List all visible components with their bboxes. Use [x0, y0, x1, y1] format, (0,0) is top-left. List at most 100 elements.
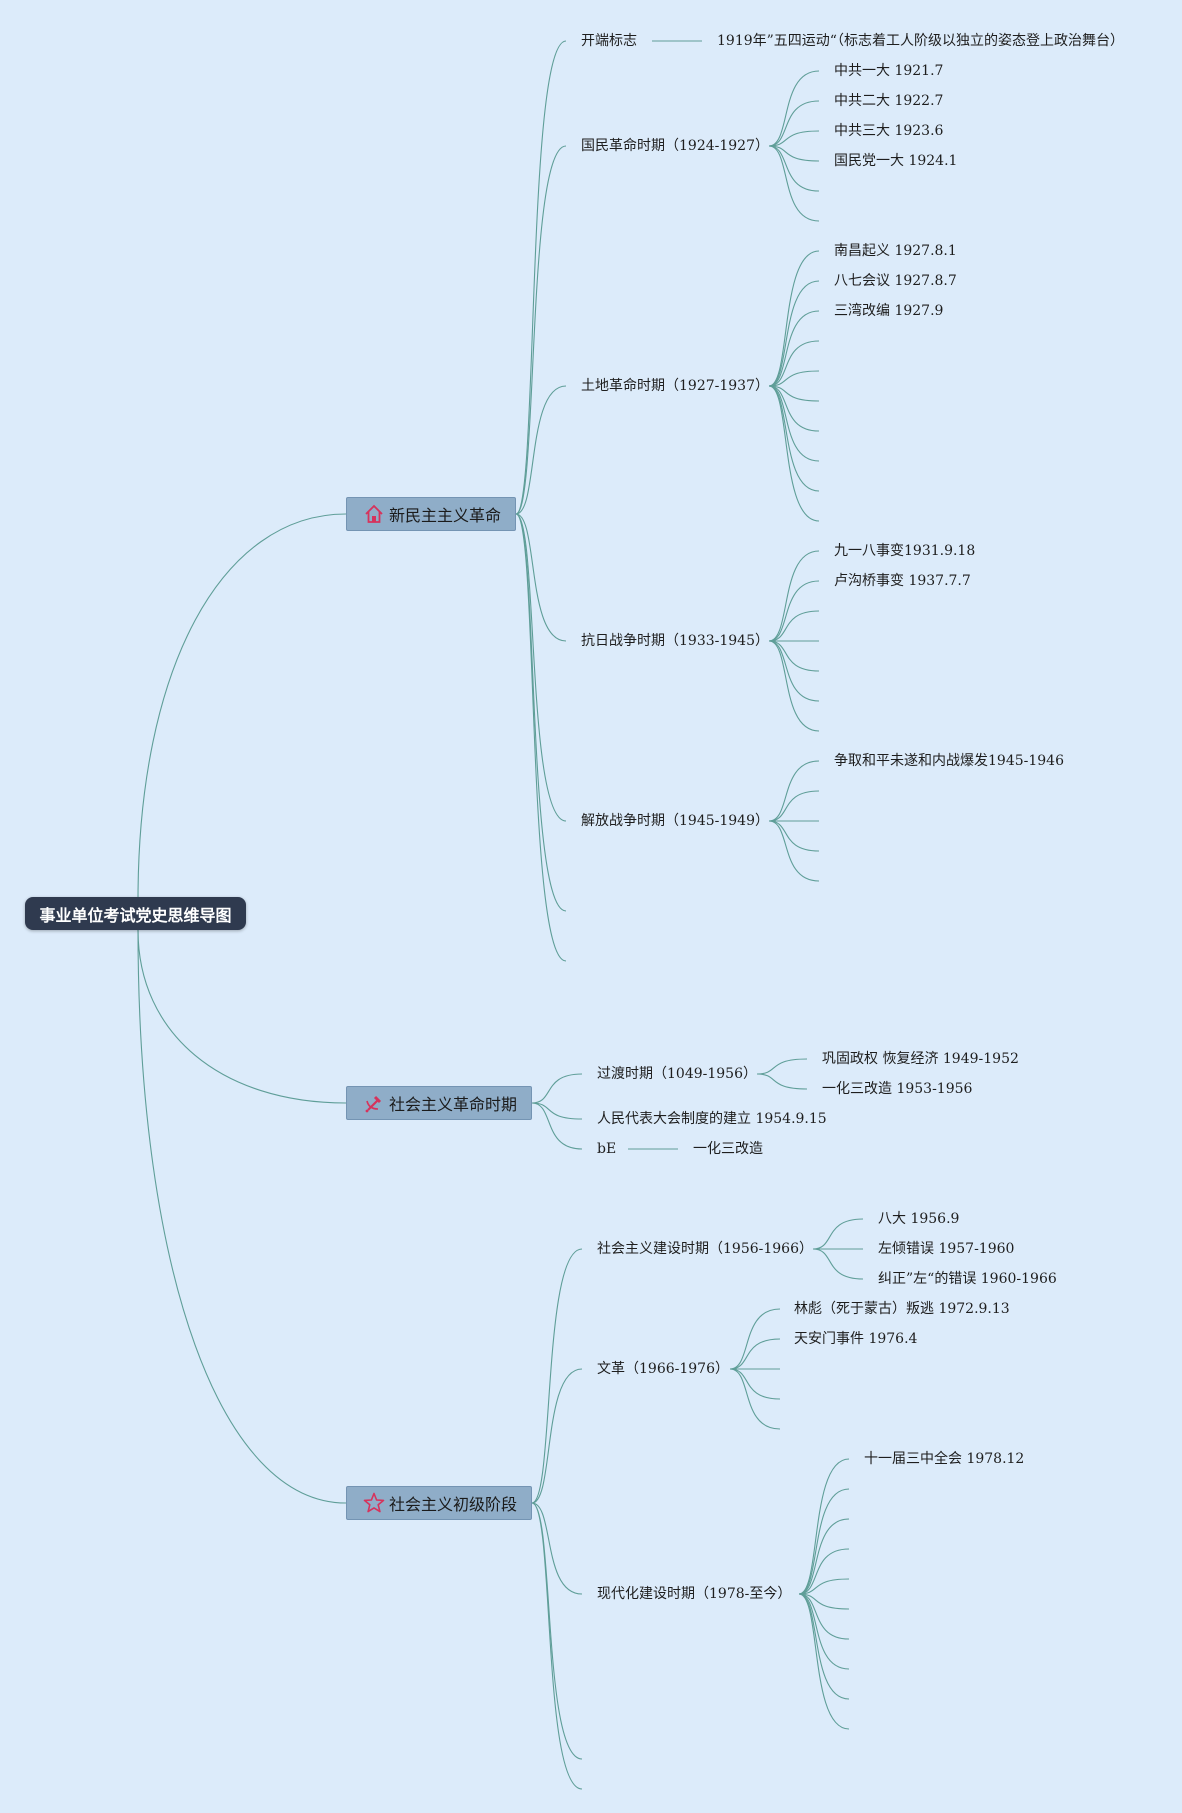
- connector-line: [756, 1073, 808, 1090]
- leaf-item[interactable]: 争取和平未遂和内战爆发1945-1946: [834, 753, 1064, 769]
- connector-line: [768, 640, 820, 732]
- leaf-item[interactable]: 十一届三中全会 1978.12: [864, 1451, 1025, 1467]
- connector-line: [531, 1502, 583, 1595]
- connector-line: [768, 100, 820, 147]
- connector-line: [768, 640, 820, 672]
- leaf-item[interactable]: 林彪（死于蒙古）叛逃 1972.9.13: [794, 1301, 1010, 1317]
- connector-line: [798, 1518, 850, 1595]
- connector-line: [768, 790, 820, 822]
- connector-line: [768, 580, 820, 642]
- connector-line: [768, 385, 820, 402]
- connector-line: [729, 1368, 781, 1430]
- connector-line: [515, 145, 567, 515]
- leaf-item[interactable]: 中共三大 1923.6: [834, 123, 944, 139]
- connector-line: [531, 1102, 583, 1120]
- connector-line: [531, 1368, 583, 1504]
- leaf-item[interactable]: 一化三改造 1953-1956: [822, 1081, 973, 1097]
- subtopic-start-marker[interactable]: 开端标志: [581, 33, 637, 49]
- leaf-item[interactable]: 左倾错误 1957-1960: [878, 1241, 1015, 1257]
- star-icon: [363, 1492, 385, 1514]
- subtopic-liberation-war[interactable]: 解放战争时期（1945-1949）: [581, 813, 769, 829]
- home-icon: [363, 503, 385, 525]
- subtopic-socialist-construction[interactable]: 社会主义建设时期（1956-1966）: [597, 1241, 813, 1257]
- leaf-item[interactable]: 天安门事件 1976.4: [794, 1331, 918, 1347]
- leaf-item[interactable]: 纠正”左“的错误 1960-1966: [878, 1271, 1057, 1287]
- leaf-item[interactable]: 中共一大 1921.7: [834, 63, 944, 79]
- connector-line: [515, 40, 567, 515]
- connector-line: [768, 145, 820, 162]
- connector-line: [798, 1488, 850, 1595]
- branch-label: 新民主主义革命: [389, 506, 502, 525]
- subtopic-peoples-congress[interactable]: 人民代表大会制度的建立 1954.9.15: [597, 1111, 827, 1127]
- subtopic-land-revolution[interactable]: 土地革命时期（1927-1937）: [581, 378, 769, 394]
- connector-line: [137, 929, 347, 1504]
- connector-line: [137, 929, 347, 1104]
- connector-line: [798, 1593, 850, 1730]
- leaf-item[interactable]: 八大 1956.9: [878, 1211, 960, 1227]
- subtopic-anti-japanese-war[interactable]: 抗日战争时期（1933-1945）: [581, 633, 769, 649]
- connector-line: [768, 145, 820, 222]
- connector-line: [768, 280, 820, 387]
- connector-line: [531, 1102, 583, 1150]
- connector-line: [768, 310, 820, 387]
- hammer-sickle-icon: [363, 1092, 385, 1114]
- connector-line: [768, 820, 820, 882]
- connector-line: [768, 370, 820, 387]
- branch-label: 社会主义革命时期: [389, 1095, 518, 1114]
- connector-line: [768, 70, 820, 147]
- connector-line: [729, 1338, 781, 1370]
- leaf-item[interactable]: 卢沟桥事变 1937.7.7: [834, 573, 971, 589]
- subtopic-detail[interactable]: 1919年”五四运动“（标志着工人阶级以独立的姿态登上政治舞台）: [717, 33, 1124, 49]
- connector-line: [798, 1458, 850, 1595]
- connector-line: [515, 385, 567, 515]
- connector-line: [812, 1218, 864, 1250]
- connector-line: [798, 1578, 850, 1595]
- connector-line: [515, 513, 567, 962]
- branch-new-democratic-revolution[interactable]: 新民主主义革命: [346, 497, 516, 531]
- connector-line: [768, 610, 820, 642]
- connector-line: [768, 760, 820, 822]
- connector-line: [531, 1073, 583, 1104]
- connector-line: [768, 340, 820, 387]
- connector-line: [768, 145, 820, 192]
- connector-line: [798, 1593, 850, 1700]
- connector-line: [515, 513, 567, 822]
- subtopic-modernization[interactable]: 现代化建设时期（1978-至今）: [597, 1586, 792, 1602]
- connector-line: [768, 130, 820, 147]
- connector-line: [768, 385, 820, 522]
- subtopic-cultural-revolution[interactable]: 文革（1966-1976）: [597, 1361, 729, 1377]
- branch-primary-stage-socialism[interactable]: 社会主义初级阶段: [346, 1486, 532, 1520]
- leaf-item[interactable]: 国民党一大 1924.1: [834, 153, 958, 169]
- root-node[interactable]: 事业单位考试党史思维导图: [25, 897, 246, 930]
- connector-line: [768, 250, 820, 387]
- connector-line: [798, 1593, 850, 1610]
- connector-line: [515, 513, 567, 642]
- connector-line: [531, 1502, 583, 1790]
- connector-line: [756, 1058, 808, 1075]
- connector-line: [768, 550, 820, 642]
- connector-line: [137, 513, 347, 901]
- connector-line: [812, 1248, 864, 1280]
- leaf-item[interactable]: 南昌起义 1927.8.1: [834, 243, 957, 259]
- branch-label: 社会主义初级阶段: [389, 1495, 518, 1514]
- leaf-item[interactable]: 巩固政权 恢复经济 1949-1952: [822, 1051, 1019, 1067]
- connector-line: [768, 385, 820, 432]
- subtopic-national-revolution[interactable]: 国民革命时期（1924-1927）: [581, 138, 769, 154]
- connector-line: [768, 820, 820, 852]
- connector-line: [531, 1248, 583, 1504]
- subtopic-detail[interactable]: 一化三改造: [693, 1141, 763, 1157]
- leaf-item[interactable]: 九一八事变1931.9.18: [834, 543, 976, 559]
- connector-line: [768, 385, 820, 492]
- connector-line: [798, 1548, 850, 1595]
- subtopic-transition-period[interactable]: 过渡时期（1049-1956）: [597, 1066, 757, 1082]
- connector-line: [729, 1308, 781, 1370]
- leaf-item[interactable]: 三湾改编 1927.9: [834, 303, 944, 319]
- leaf-item[interactable]: 八七会议 1927.8.7: [834, 273, 957, 289]
- connector-line: [729, 1368, 781, 1400]
- branch-socialist-revolution[interactable]: 社会主义革命时期: [346, 1086, 532, 1120]
- leaf-item[interactable]: 中共二大 1922.7: [834, 93, 944, 109]
- subtopic-be[interactable]: bE: [597, 1141, 617, 1157]
- connector-line: [798, 1593, 850, 1640]
